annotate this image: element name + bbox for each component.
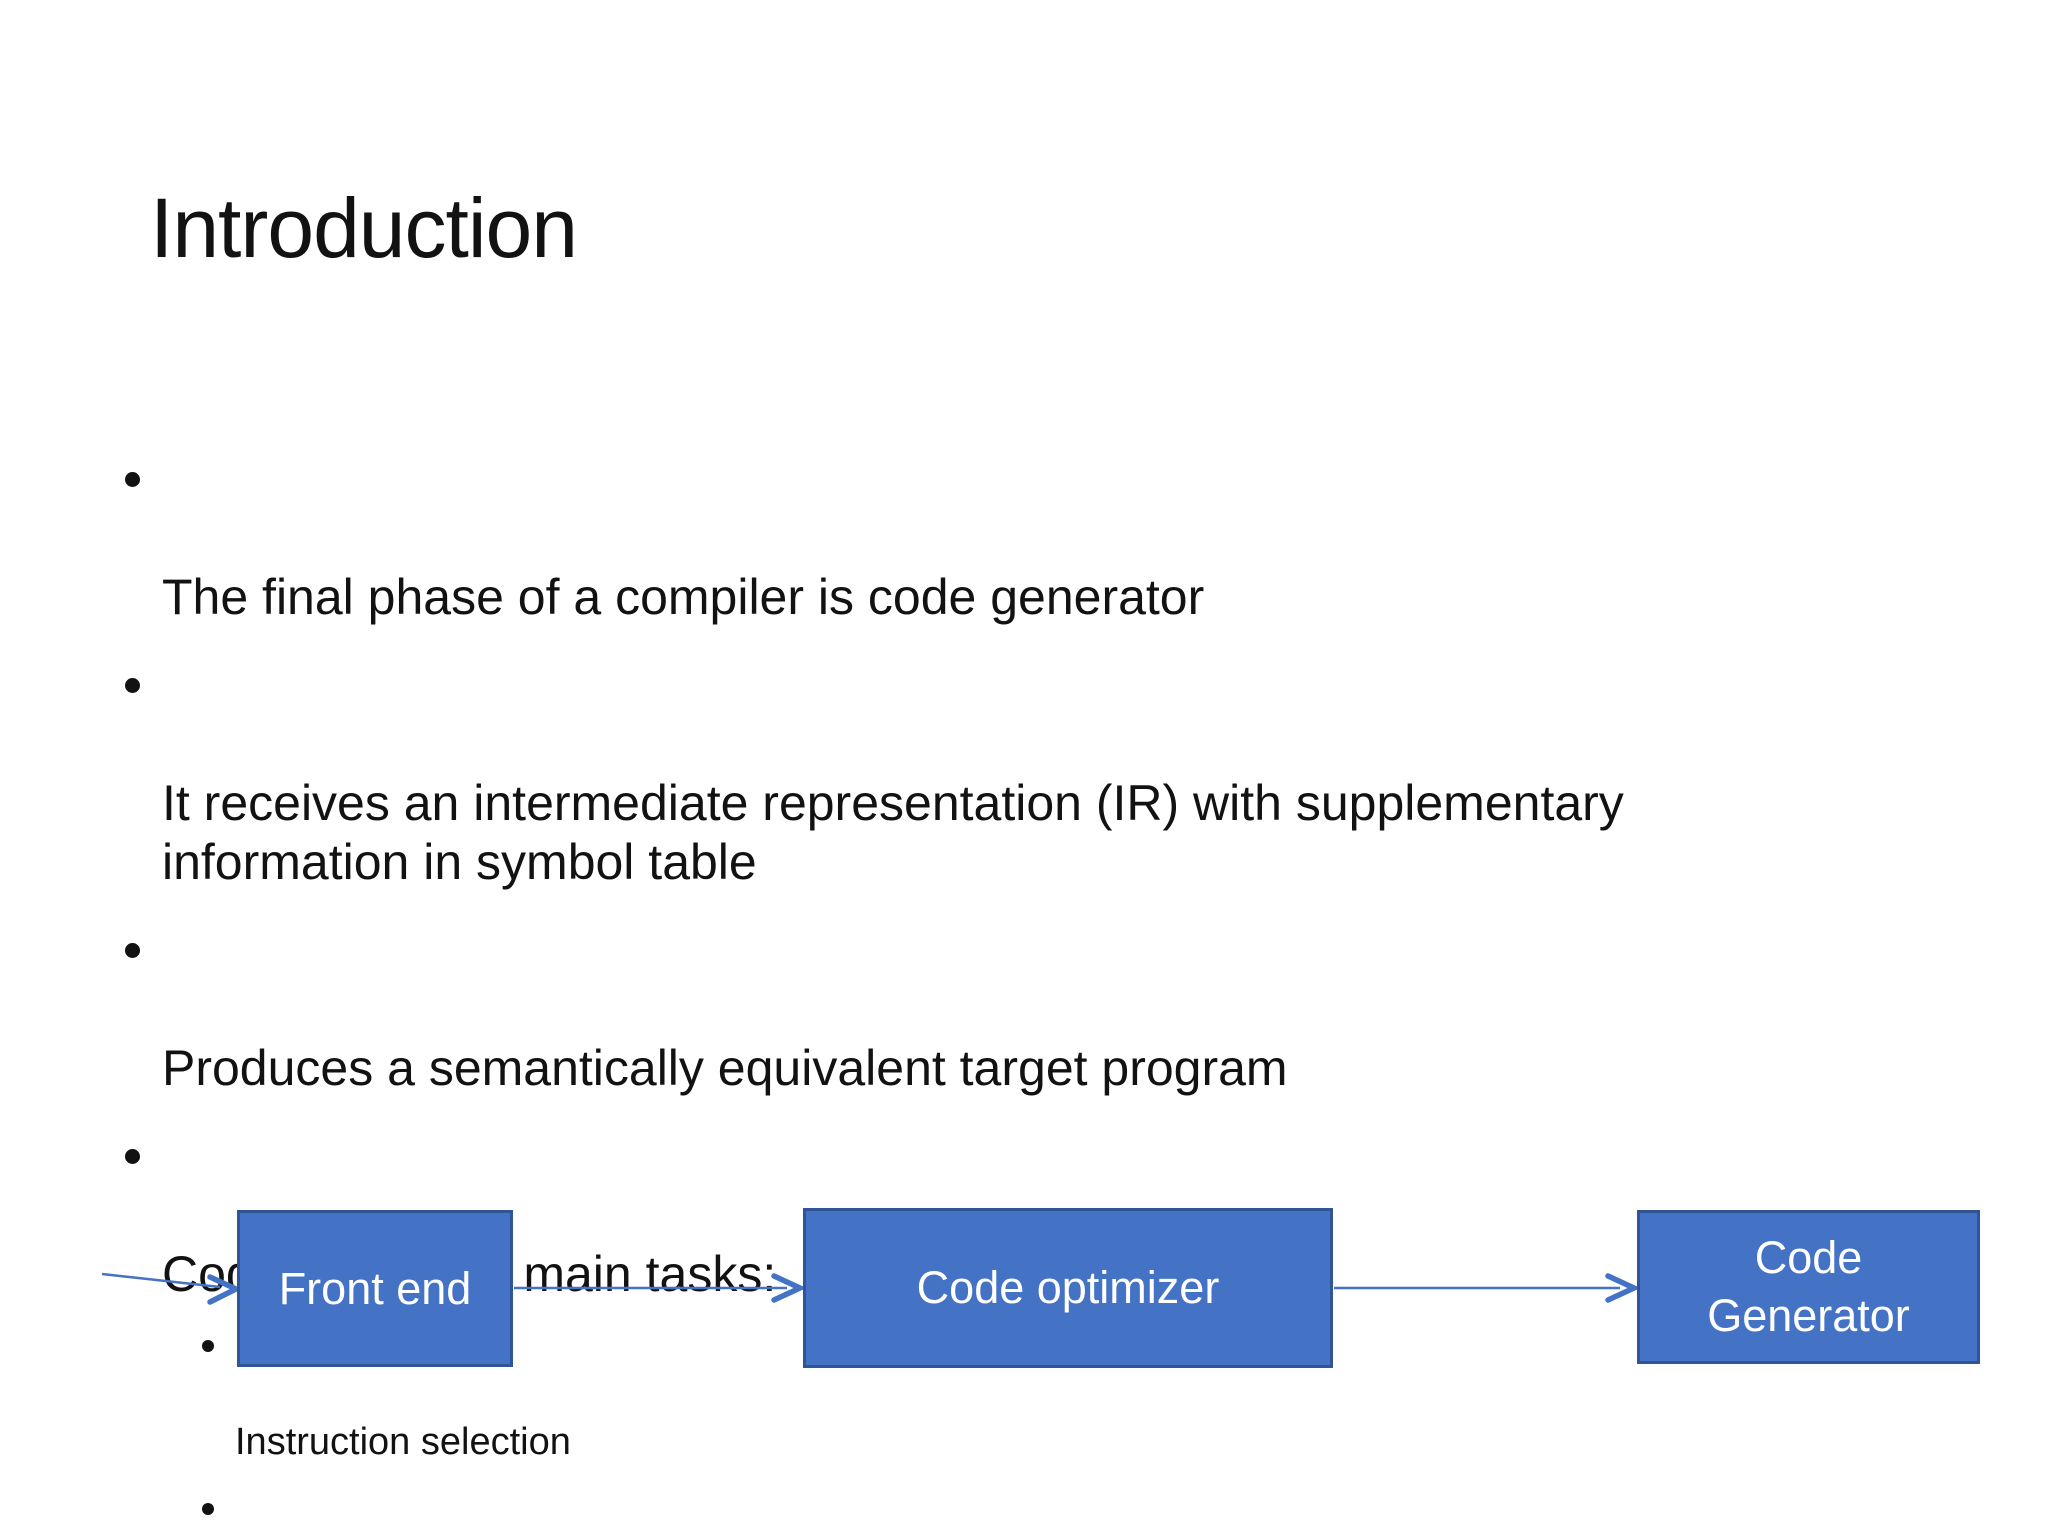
bullet-text: The final phase of a compiler is code ge… [162, 569, 1205, 625]
bullet-text: It receives an intermediate representati… [162, 775, 1624, 890]
code-optimizer-box: Code optimizer [803, 1208, 1333, 1368]
bullet-item: The final phase of a compiler is code ge… [112, 450, 1872, 627]
code-optimizer-label: Code optimizer [916, 1262, 1220, 1314]
sub-bullet-item: Instruction selection [112, 1322, 1872, 1466]
bullet-text: Produces a semantically equivalent targe… [162, 1040, 1288, 1096]
sub-bullet-text: Instruction selection [235, 1421, 571, 1463]
bullet-list: The final phase of a compiler is code ge… [112, 450, 1872, 1536]
bullet-dot-icon [125, 1149, 140, 1164]
front-end-label: Front end [278, 1262, 472, 1314]
bullet-dot-icon [125, 943, 140, 958]
code-generator-box: Code Generator [1637, 1210, 1980, 1364]
bullet-dot-icon [125, 472, 140, 487]
front-end-box: Front end [237, 1210, 513, 1367]
slide-title: Introduction [150, 181, 578, 275]
bullet-dot-icon [202, 1503, 214, 1515]
bullet-dot-icon [202, 1340, 214, 1352]
bullet-dot-icon [125, 678, 140, 693]
code-generator-label: Code Generator [1707, 1232, 1910, 1341]
sub-bullet-item: Register allocation and assignment [112, 1485, 1872, 1536]
bullet-item: Produces a semantically equivalent targe… [112, 921, 1872, 1098]
bullet-item: It receives an intermediate representati… [112, 656, 1872, 892]
